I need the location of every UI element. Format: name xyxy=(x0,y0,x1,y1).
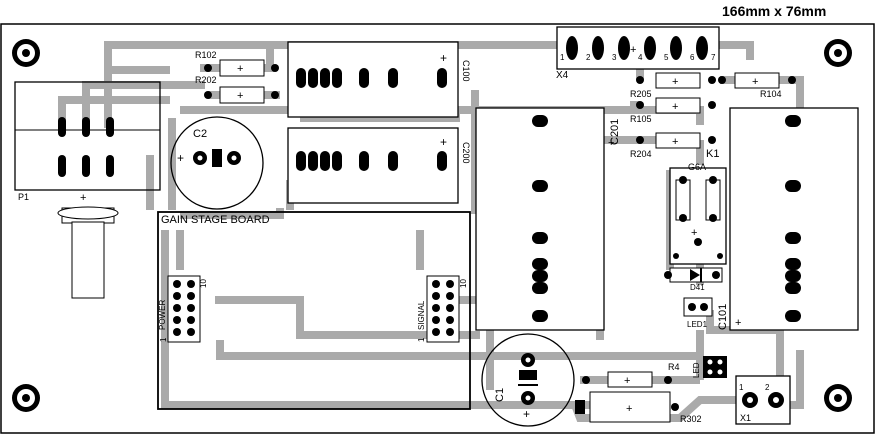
r204-ref-label: R204 xyxy=(630,149,652,159)
p1-ref-label: P1 xyxy=(18,192,29,202)
resistor-r105: R105 + xyxy=(630,97,716,124)
resistor-r205: R205 + xyxy=(630,72,716,99)
r205-ref-label: R205 xyxy=(630,89,652,99)
k1-model-label: G6A xyxy=(688,162,706,172)
x4-pin2: 2 xyxy=(586,53,591,62)
r105-plus-label: + xyxy=(672,101,678,113)
signal-header-label: SIGNAL xyxy=(417,300,426,330)
c1-ref-label: C1 xyxy=(494,388,506,402)
led1-ref-label: LED1 xyxy=(687,320,708,329)
mounting-hole-top-right xyxy=(824,39,852,67)
r102-ref-label: R102 xyxy=(195,50,217,60)
x4-pin6: 6 xyxy=(690,53,695,62)
diode-d41: D41 xyxy=(664,267,723,292)
c2-ref-label: C2 xyxy=(193,128,207,140)
power-header-pin10: 10 xyxy=(199,279,208,288)
resistor-r4: R4 + xyxy=(582,362,680,388)
mounting-hole-bottom-left xyxy=(12,384,40,412)
r105-ref-label: R105 xyxy=(630,114,652,124)
resistor-r102: R102 + xyxy=(195,50,279,77)
r4-ref-label: R4 xyxy=(668,362,680,372)
r102-plus-label: + xyxy=(237,63,243,75)
mounting-hole-bottom-right xyxy=(824,384,852,412)
r205-plus-label: + xyxy=(672,76,678,88)
led-connector: LED xyxy=(692,356,727,378)
led-led1: LED1 xyxy=(683,297,713,329)
gain-stage-board: GAIN STAGE BOARD xyxy=(157,211,471,410)
capacitor-c100: + C100 xyxy=(287,41,471,118)
connector-x1: 1 2 X1 xyxy=(735,375,791,425)
p1-plus-label: + xyxy=(80,192,86,204)
r104-ref-label: R104 xyxy=(760,89,782,99)
c1-plus-label: + xyxy=(523,407,530,421)
led-connector-label: LED xyxy=(692,362,701,378)
r104-plus-label: + xyxy=(752,76,758,88)
r302-ref-label: R302 xyxy=(680,414,702,424)
resistor-r104: R104 + xyxy=(718,72,796,99)
c201-plus-label: + xyxy=(608,137,614,149)
x4-pin5: 5 xyxy=(664,53,669,62)
resistor-r202: R202 + xyxy=(195,75,279,104)
board-dimensions-label: 166mm x 76mm xyxy=(722,3,826,19)
c100-plus-label: + xyxy=(440,51,447,65)
r202-plus-label: + xyxy=(237,90,243,102)
x1-pin1: 1 xyxy=(739,383,744,392)
x4-pin7: 7 xyxy=(711,53,716,62)
c201-ref-label: C201 xyxy=(609,119,621,145)
x4-ref-label: X4 xyxy=(556,70,569,81)
x4-pin4: 4 xyxy=(638,53,643,62)
x4-pin3: 3 xyxy=(612,53,617,62)
signal-header-pin1: 1 xyxy=(417,337,426,342)
d41-ref-label: D41 xyxy=(690,283,705,292)
capacitor-c2: C2 + xyxy=(170,116,264,210)
r202-ref-label: R202 xyxy=(195,75,217,85)
gain-stage-board-title: GAIN STAGE BOARD xyxy=(161,214,270,226)
c200-ref-label: C200 xyxy=(461,142,471,164)
resistor-r302: R302 + xyxy=(575,391,702,424)
capacitor-c200: + C200 xyxy=(287,127,471,204)
x1-ref-label: X1 xyxy=(740,413,751,423)
connector-x4: 1 2 3 4 5 6 7 X4 + xyxy=(556,26,720,81)
c101-ref-label: C101 xyxy=(717,304,729,330)
pot-p1: P1 + xyxy=(14,81,161,299)
mounting-hole-top-left xyxy=(12,39,40,67)
x4-pin1: 1 xyxy=(560,53,565,62)
power-header-label: POWER xyxy=(158,300,167,330)
r204-plus-label: + xyxy=(672,136,678,148)
x1-pin2: 2 xyxy=(765,383,770,392)
c101-plus-label: + xyxy=(735,317,741,329)
c2-plus-label: + xyxy=(177,151,184,165)
signal-header-pin10: 10 xyxy=(459,279,468,288)
c200-plus-label: + xyxy=(440,135,447,149)
capacitor-c1: C1 + xyxy=(481,333,575,427)
signal-header: SIGNAL 1 10 xyxy=(417,275,468,343)
resistor-r204: R204 + xyxy=(630,132,716,159)
relay-k1: K1 G6A + xyxy=(669,148,727,265)
c100-ref-label: C100 xyxy=(461,60,471,82)
power-header-pin1: 1 xyxy=(159,337,168,342)
capacitor-c101: C101 + xyxy=(717,107,859,331)
k1-plus-label: + xyxy=(691,227,697,239)
r302-plus-label: + xyxy=(626,403,632,415)
r4-plus-label: + xyxy=(624,375,630,387)
x4-plus-label: + xyxy=(630,44,636,56)
k1-ref-label: K1 xyxy=(706,148,719,160)
capacitor-c201: C201 + xyxy=(475,107,621,331)
power-header: POWER 1 10 xyxy=(158,275,208,343)
